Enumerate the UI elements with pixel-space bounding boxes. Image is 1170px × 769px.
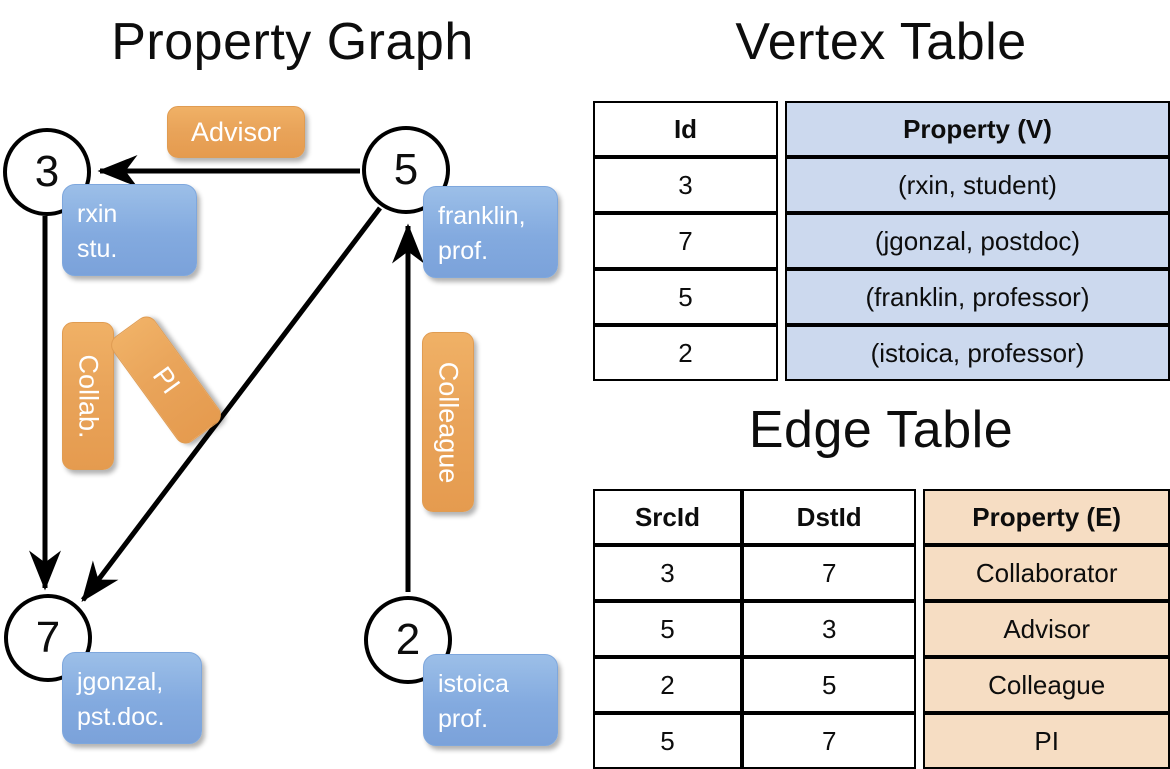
edge-table-cell-dstid: 7 <box>741 545 917 601</box>
page-title-edge-table: Edge Table <box>748 401 1014 459</box>
edge-table-row[interactable]: 2 5 Colleague <box>593 657 1170 713</box>
edge-label-advisor-text: Advisor <box>190 116 282 147</box>
vertex-table-column-gap <box>778 157 785 213</box>
vertex-property-box-franklin: franklin, prof. <box>423 186 558 278</box>
edge-table-cell-property: PI <box>923 713 1170 769</box>
edge-table-column-gap <box>916 713 924 769</box>
edge-table-cell-srcid: 5 <box>593 601 742 657</box>
vertex-table-cell-property: (jgonzal, postdoc) <box>785 213 1170 269</box>
edge-table-row[interactable]: 3 7 Collaborator <box>593 545 1170 601</box>
vertex-property-franklin-line2: prof. <box>438 236 489 265</box>
vertex-table-cell-property: (istoica, professor) <box>785 325 1170 381</box>
edge-table-cell-property: Advisor <box>923 601 1170 657</box>
graph-node-7-label: 7 <box>35 613 61 662</box>
graph-node-5-label: 5 <box>393 145 419 194</box>
vertex-property-istoica-line1: istoica <box>438 670 509 698</box>
graph-edges-svg <box>29 155 424 602</box>
graph-node-5[interactable]: 5 <box>362 126 450 214</box>
vertex-table-row[interactable]: 5 (franklin, professor) <box>593 269 1170 325</box>
property-graph-diagram: 3 5 7 2 rxin stu. franklin, prof. jgonza… <box>0 0 585 760</box>
vertex-table-header-row: Id Property (V) <box>593 101 1170 157</box>
edge-table-cell-property: Collaborator <box>923 545 1170 601</box>
edge-table-cell-srcid: 3 <box>593 545 742 601</box>
graph-node-2-label: 2 <box>395 615 421 664</box>
edge-label-colleague-text: Colleague <box>433 361 464 483</box>
edge-table-column-gap <box>916 601 924 657</box>
vertex-table-cell-property: (rxin, student) <box>785 157 1170 213</box>
vertex-table-row[interactable]: 2 (istoica, professor) <box>593 325 1170 381</box>
edge-table-cell-dstid: 3 <box>741 601 917 657</box>
edge-label-collab-text: Collab. <box>73 353 104 439</box>
edge-label-box-colleague: Colleague <box>422 332 474 512</box>
vertex-table-header-id: Id <box>593 101 778 157</box>
edge-table: SrcId DstId Property (E) 3 7 Collaborato… <box>593 489 1170 769</box>
vertex-table-cell-id: 3 <box>593 157 778 213</box>
edge-table-cell-property: Colleague <box>923 657 1170 713</box>
edge-table-header-property: Property (E) <box>923 489 1170 545</box>
edge-line-pi <box>81 206 382 602</box>
edge-table-column-gap <box>916 657 924 713</box>
page-title-vertex-table: Vertex Table <box>735 13 1027 71</box>
edge-table-cell-dstid: 5 <box>741 657 917 713</box>
edge-table-cell-dstid: 7 <box>741 713 917 769</box>
edge-label-box-advisor: Advisor <box>167 106 305 158</box>
vertex-table-header-property: Property (V) <box>785 101 1170 157</box>
vertex-table-column-gap <box>778 213 785 269</box>
vertex-property-rxin-line1: rxin <box>77 200 118 228</box>
vertex-table-cell-property: (franklin, professor) <box>785 269 1170 325</box>
vertex-table-column-gap <box>778 325 785 381</box>
edge-table-header-srcid: SrcId <box>593 489 742 545</box>
edge-table-column-gap <box>916 489 924 545</box>
page-title-property-graph: Property Graph <box>111 13 474 71</box>
edge-table-header-row: SrcId DstId Property (E) <box>593 489 1170 545</box>
vertex-property-jgonzal-line1: jgonzal, <box>77 668 164 696</box>
graph-node-2[interactable]: 2 <box>364 596 452 684</box>
edge-table-header-dstid: DstId <box>741 489 917 545</box>
vertex-table-cell-id: 5 <box>593 269 778 325</box>
vertex-property-box-jgonzal: jgonzal, pst.doc. <box>62 652 202 744</box>
edge-label-pi-text: PI <box>146 360 187 399</box>
edge-table-cell-srcid: 2 <box>593 657 742 713</box>
edge-table-cell-srcid: 5 <box>593 713 742 769</box>
vertex-property-jgonzal-line2: pst.doc. <box>77 702 165 731</box>
vertex-table-row[interactable]: 3 (rxin, student) <box>593 157 1170 213</box>
edge-label-box-collab: Collab. <box>62 322 114 470</box>
edge-table-column-gap <box>916 545 924 601</box>
vertex-table: Id Property (V) 3 (rxin, student) 7 (jgo… <box>593 101 1170 381</box>
vertex-property-rxin-line2: stu. <box>77 234 118 263</box>
vertex-property-box-istoica: istoica prof. <box>423 654 558 746</box>
vertex-table-row[interactable]: 7 (jgonzal, postdoc) <box>593 213 1170 269</box>
vertex-table-cell-id: 2 <box>593 325 778 381</box>
edge-table-row[interactable]: 5 7 PI <box>593 713 1170 769</box>
vertex-table-column-gap <box>778 101 785 157</box>
vertex-property-franklin-line1: franklin, <box>438 202 526 230</box>
vertex-property-istoica-line2: prof. <box>438 704 489 733</box>
vertex-table-cell-id: 7 <box>593 213 778 269</box>
vertex-table-column-gap <box>778 269 785 325</box>
edge-table-row[interactable]: 5 3 Advisor <box>593 601 1170 657</box>
graph-node-3-label: 3 <box>34 147 60 196</box>
vertex-property-box-rxin: rxin stu. <box>62 184 197 276</box>
